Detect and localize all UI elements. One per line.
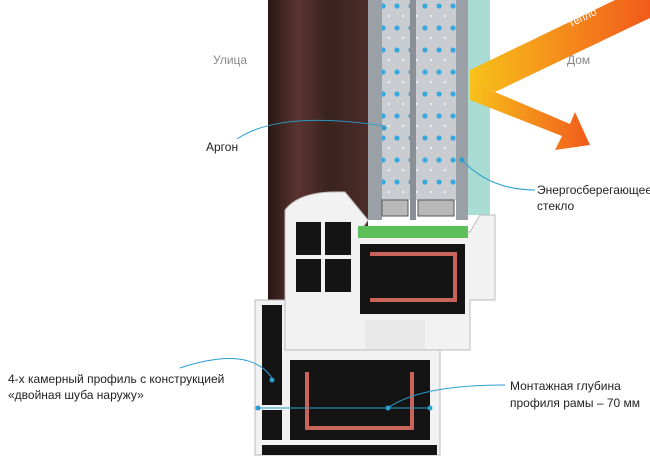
- profile-label-line2: «двойная шуба наружу»: [8, 388, 144, 402]
- frame-reinforcement: [305, 372, 414, 430]
- profile-label-line1: 4-х камерный профиль с конструкцией: [8, 372, 225, 386]
- callout-dots: [255, 125, 465, 411]
- depth-label-line2: профиля рамы – 70 мм: [510, 396, 641, 410]
- fitting: [365, 320, 425, 355]
- home-label: Дом: [567, 53, 591, 67]
- glass-label-line2: стекло: [537, 199, 575, 213]
- argon-chamber-2: [416, 0, 456, 200]
- argon-chamber-1: [382, 0, 410, 200]
- argon-label: Аргон: [206, 140, 239, 154]
- inner-pane: [456, 0, 468, 220]
- middle-pane: [410, 0, 416, 220]
- glazing-seal: [358, 226, 468, 238]
- glass-label-line1: Энергосберегающее: [537, 183, 650, 197]
- outer-pane: [368, 0, 382, 220]
- spacer-2: [417, 199, 455, 217]
- heat-arrow-incoming: [470, 0, 650, 92]
- sash-reinforcement: [370, 252, 457, 302]
- energy-saving-glass: [468, 0, 490, 215]
- street-label: Улица: [213, 53, 248, 67]
- depth-label-line1: Монтажная глубина: [510, 379, 621, 393]
- callout-lines: [179, 119, 536, 409]
- spacer-1: [381, 199, 409, 217]
- heat-arrow-reflected: [470, 82, 590, 150]
